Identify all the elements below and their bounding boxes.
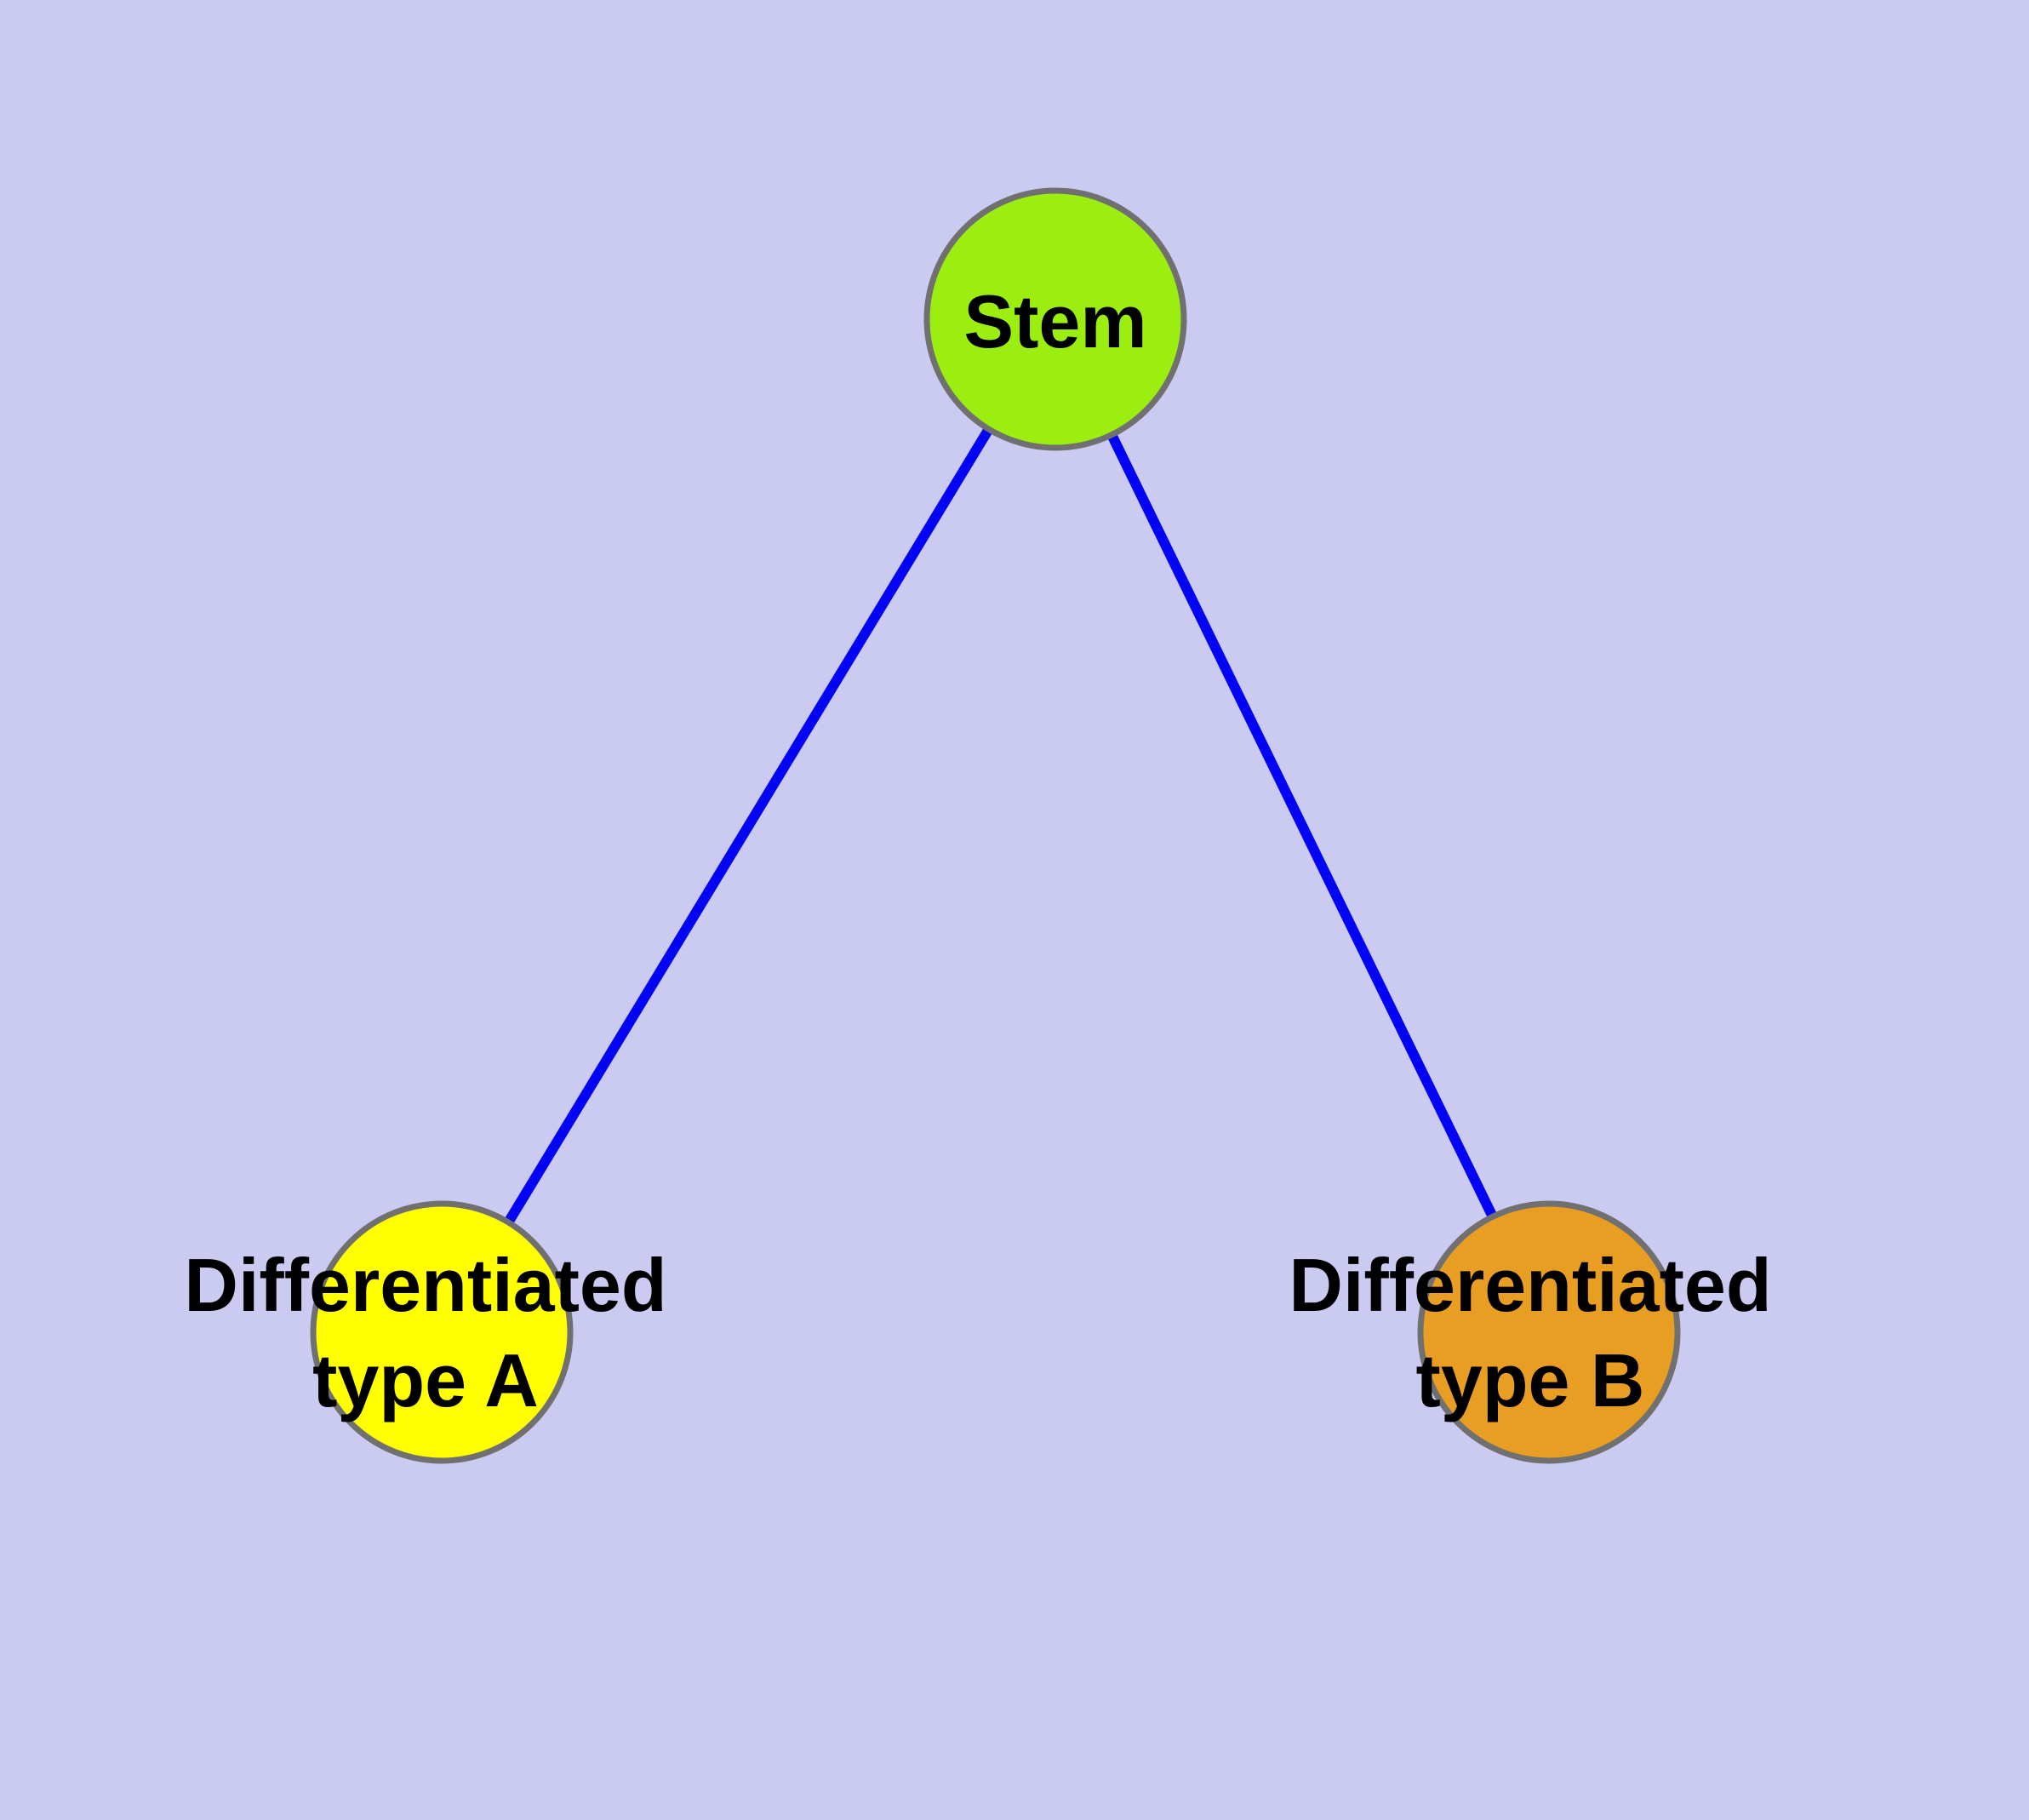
node-differentiated-type-a-circle (310, 1200, 574, 1464)
node-differentiated-type-b-label: Differentiated type B (1289, 1238, 1771, 1428)
node-differentiated-type-b-circle (1417, 1200, 1681, 1464)
edge-stem-to-type-b (1050, 317, 1554, 1335)
node-differentiated-type-b-label-line-2: type B (1415, 1338, 1645, 1422)
node-stem-label: Stem (963, 274, 1146, 369)
edge-stem-to-type-a (437, 316, 1060, 1336)
node-differentiated-type-b-label-line-1: Differentiated (1289, 1243, 1772, 1327)
node-stem-circle (923, 187, 1187, 451)
node-differentiated-type-a-label-line-1: Differentiated (184, 1243, 667, 1327)
node-differentiated-type-a-label: Differentiated type A (184, 1238, 666, 1428)
node-differentiated-type-a-label-line-2: type A (312, 1338, 539, 1422)
node-stem-label-line-1: Stem (963, 279, 1147, 363)
